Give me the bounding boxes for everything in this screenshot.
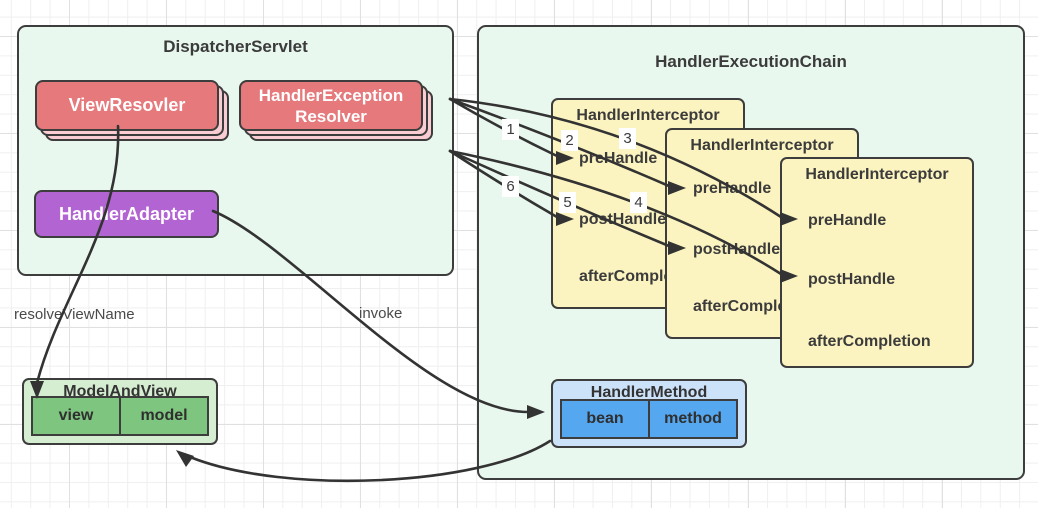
- model-and-view-title: ModelAndView: [63, 383, 177, 400]
- interceptor-2-posthandle-label: postHandle: [693, 241, 781, 258]
- view-cell: view: [31, 396, 121, 436]
- method-cell: method: [650, 399, 738, 439]
- handler-method-box: HandlerMethod bean method: [551, 379, 747, 448]
- handler-adapter-box: HandlerAdapter: [34, 190, 219, 238]
- bean-cell: bean: [560, 399, 650, 439]
- handler-execution-chain-title: HandlerExecutionChain: [655, 52, 847, 71]
- handler-interceptor-box-3: HandlerInterceptor preHandle postHandle …: [780, 157, 974, 368]
- handler-method-title: HandlerMethod: [590, 384, 708, 401]
- sequence-number-chip-1: 1: [502, 119, 519, 140]
- sequence-number-chip-3: 3: [619, 128, 636, 149]
- interceptor-3-prehandle-label: preHandle: [808, 212, 887, 229]
- model-and-view-cells: view model: [31, 396, 209, 436]
- interceptor-1-posthandle-label: postHandle: [579, 211, 667, 228]
- dispatcher-servlet-title: DispatcherServlet: [163, 37, 308, 56]
- sequence-number-chip-2: 2: [561, 130, 578, 151]
- handler-interceptor-2-title: HandlerInterceptor: [690, 137, 834, 154]
- handler-interceptor-3-title: HandlerInterceptor: [805, 166, 949, 183]
- sequence-number-chip-4: 4: [630, 192, 647, 213]
- handler-exception-resolver-label: HandlerException Resolver: [258, 85, 404, 126]
- handler-adapter-label: HandlerAdapter: [58, 203, 195, 224]
- sequence-number-chip-5: 5: [559, 192, 576, 213]
- model-and-view-box: ModelAndView view model: [22, 378, 218, 445]
- interceptor-1-prehandle-label: preHandle: [579, 150, 658, 167]
- model-cell: model: [121, 396, 209, 436]
- view-resolver-box: ViewResovler: [35, 80, 219, 131]
- edge-label-resolve-view-name: resolveViewName: [14, 306, 135, 323]
- handler-interceptor-1-title: HandlerInterceptor: [576, 107, 720, 124]
- interceptor-2-prehandle-label: preHandle: [693, 180, 772, 197]
- handler-execution-chain-container: HandlerExecutionChain HandlerInterceptor…: [477, 25, 1025, 480]
- sequence-number-chip-6: 6: [502, 176, 519, 197]
- handler-exception-resolver-box: HandlerException Resolver: [239, 80, 423, 131]
- arrowhead-return-model-and-view: [176, 450, 194, 467]
- dispatcher-servlet-container: DispatcherServlet ViewResovler HandlerEx…: [17, 25, 454, 276]
- handler-method-cells: bean method: [560, 399, 738, 439]
- edge-label-invoke: invoke: [359, 305, 403, 322]
- view-resolver-label: ViewResovler: [68, 95, 186, 115]
- interceptor-3-aftercompletion-label: afterCompletion: [808, 333, 931, 350]
- interceptor-3-posthandle-label: postHandle: [808, 271, 896, 288]
